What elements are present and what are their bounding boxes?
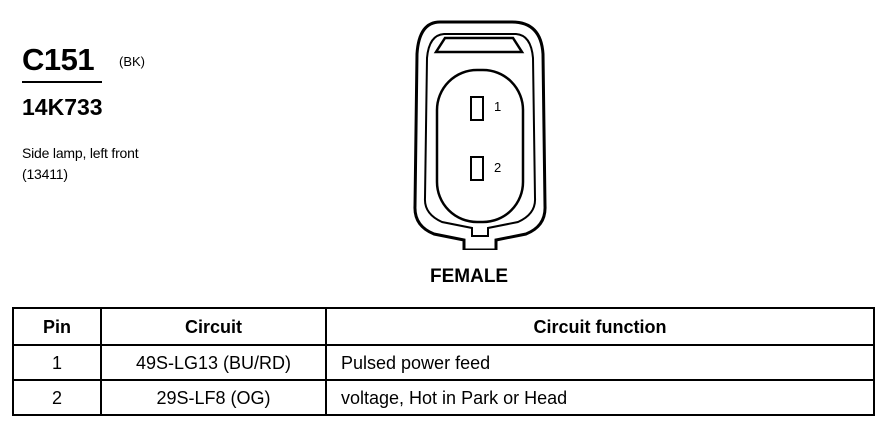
connector-face-diagram (413, 20, 547, 250)
connector-id-underline (22, 81, 102, 83)
pin-label-1: 1 (494, 99, 502, 114)
connector-housing-outer (413, 20, 547, 250)
cell-circuit-function: voltage, Hot in Park or Head (325, 379, 875, 416)
cell-circuit-function: Pulsed power feed (325, 344, 875, 381)
cell-circuit: 49S-LG13 (BU/RD) (100, 344, 327, 381)
header-circuit: Circuit (100, 307, 327, 346)
connector-housing-inner (423, 33, 537, 237)
connector-gender-label: FEMALE (430, 266, 509, 287)
component-description: Side lamp, left front (22, 145, 139, 161)
connector-cavity (435, 68, 525, 224)
pin-terminal-1 (470, 96, 484, 121)
header-pin: Pin (12, 307, 102, 346)
pin-label-2: 2 (494, 160, 502, 175)
table-header-row: Pin Circuit Circuit function (12, 307, 875, 346)
connector-id: C151 (22, 42, 95, 77)
component-code: (13411) (22, 166, 68, 182)
part-number: 14K733 (22, 94, 103, 120)
cell-circuit: 29S-LF8 (OG) (100, 379, 327, 416)
table-row: 1 49S-LG13 (BU/RD) Pulsed power feed (12, 344, 875, 381)
table-row: 2 29S-LF8 (OG) voltage, Hot in Park or H… (12, 379, 875, 416)
connector-color-code: (BK) (119, 54, 145, 69)
pin-terminal-2 (470, 156, 484, 181)
connector-locking-tab (433, 36, 525, 54)
header-circuit-function: Circuit function (325, 307, 875, 346)
cell-pin: 1 (12, 344, 102, 381)
cell-pin: 2 (12, 379, 102, 416)
pinout-table: Pin Circuit Circuit function 1 49S-LG13 … (12, 307, 875, 416)
